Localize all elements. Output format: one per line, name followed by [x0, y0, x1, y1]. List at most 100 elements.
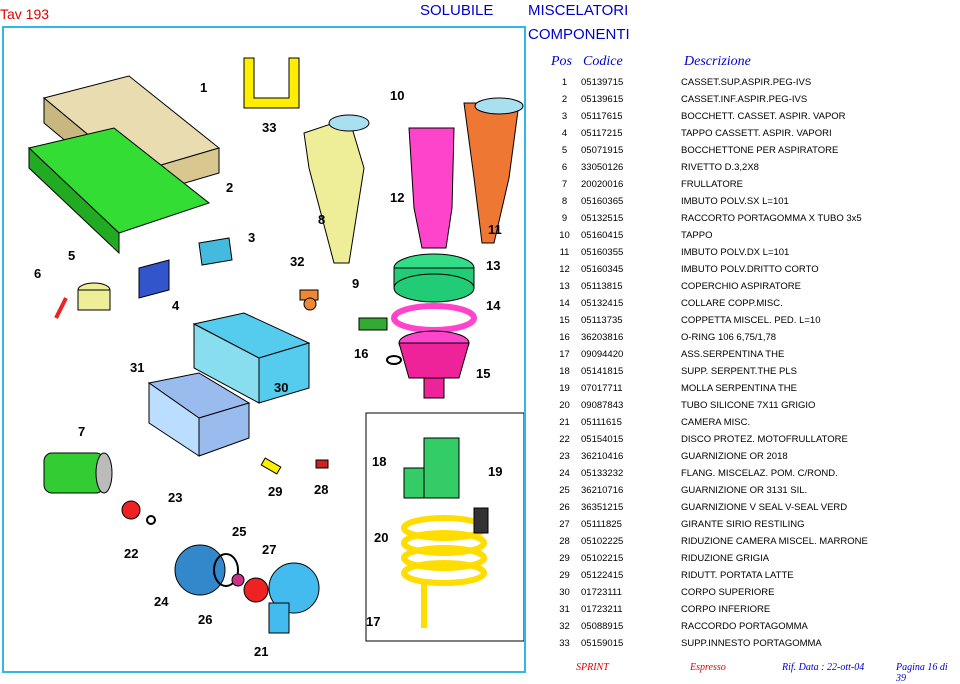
part-description: SUPP. SERPENT.THE PLS — [681, 366, 797, 377]
table-number: Tav 193 — [0, 6, 50, 22]
part-hose-fitting — [299, 289, 319, 311]
part-code: 05113815 — [581, 281, 623, 292]
part-aspirator-lid — [393, 253, 475, 303]
part-code: 05160365 — [581, 196, 624, 207]
part-mixing-cup — [398, 330, 470, 399]
part-description: BOCCHETT. CASSET. ASPIR. VAPOR — [681, 111, 846, 122]
callout-4: 4 — [172, 298, 180, 313]
callout-26: 26 — [198, 612, 212, 627]
part-pos: 21 — [559, 417, 570, 428]
part-bracket — [243, 57, 300, 109]
part-pos: 11 — [559, 247, 570, 258]
column-header-desc: Descrizione — [684, 54, 751, 69]
part-pos: 20 — [559, 400, 570, 411]
callout-18: 18 — [372, 454, 386, 469]
part-funnel-left — [303, 117, 365, 264]
part-code: 05111825 — [581, 519, 622, 530]
part-pos: 5 — [561, 145, 568, 156]
part-pos: 12 — [559, 264, 570, 275]
part-description: GUARNIZIONE OR 2018 — [681, 451, 788, 462]
part-pos: 13 — [559, 281, 570, 292]
part-code: 05160415 — [581, 230, 624, 241]
part-funnel-straight — [408, 127, 455, 249]
part-fitting — [358, 317, 388, 331]
part-description: COPPETTA MISCEL. PED. L=10 — [681, 315, 821, 326]
part-pos: 32 — [559, 621, 570, 632]
part-pos: 1 — [561, 77, 568, 88]
part-impeller — [243, 577, 269, 603]
part-code: 01723111 — [581, 587, 622, 598]
callout-22: 22 — [124, 546, 138, 561]
part-pos: 2 — [561, 94, 568, 105]
part-description: RACCORTO PORTAGOMMA X TUBO 3x5 — [681, 213, 862, 224]
diagram-frame — [2, 26, 526, 673]
part-description: GUARNIZIONE V SEAL V-SEAL VERD — [681, 502, 848, 513]
part-nozzle — [198, 237, 233, 266]
part-pos: 17 — [559, 349, 570, 360]
part-description: COPERCHIO ASPIRATORE — [681, 281, 802, 292]
part-description: TAPPO CASSETT. ASPIR. VAPORI — [681, 128, 832, 139]
part-description: RACCORDO PORTAGOMMA — [681, 621, 808, 632]
part-description: CAMERA MISC. — [681, 417, 751, 428]
part-code: 05132515 — [581, 213, 624, 224]
part-description: FLANG. MISCELAZ. POM. C/ROND. — [681, 468, 838, 479]
part-pos: 10 — [559, 230, 570, 241]
callout-14: 14 — [486, 298, 501, 313]
part-description: TUBO SILICONE 7X11 GRIGIO — [681, 400, 816, 411]
part-whipper-motor — [43, 452, 113, 494]
part-code: 09087843 — [581, 400, 624, 411]
part-description: FRULLATORE — [681, 179, 743, 190]
part-pos: 16 — [559, 332, 570, 343]
part-code: 05117615 — [581, 111, 623, 122]
part-coil-support — [403, 437, 460, 499]
part-description: COLLARE COPP.MISC. — [681, 298, 783, 309]
part-code: 36210416 — [581, 451, 624, 462]
callout-15: 15 — [476, 366, 490, 381]
part-code: 36351215 — [581, 502, 624, 513]
part-pos: 7 — [561, 179, 568, 190]
callout-17: 17 — [366, 614, 380, 629]
part-code: 36203816 — [581, 332, 624, 343]
part-o-ring-large — [213, 553, 239, 587]
callout-31: 31 — [130, 360, 144, 375]
callout-16: 16 — [354, 346, 368, 361]
callout-13: 13 — [486, 258, 500, 273]
part-code: 33050126 — [581, 162, 624, 173]
part-pos: 9 — [561, 213, 568, 224]
part-description: RIDUZIONE GRIGIA — [681, 553, 770, 564]
part-description: SUPP.INNESTO PORTAGOMMA — [681, 638, 822, 649]
part-body-lower — [147, 372, 251, 457]
callout-30: 30 — [274, 380, 288, 395]
part-pos: 15 — [559, 315, 570, 326]
part-code: 05139615 — [581, 94, 624, 105]
part-code: 05088915 — [581, 621, 624, 632]
callout-28: 28 — [314, 482, 328, 497]
callout-27: 27 — [262, 542, 276, 557]
part-code: 05111615 — [581, 417, 622, 428]
header-componenti: COMPONENTI — [528, 26, 630, 43]
callout-19: 19 — [488, 464, 502, 479]
part-code: 05122415 — [581, 570, 624, 581]
part-pos: 4 — [561, 128, 568, 139]
part-description: IMBUTO POLV.SX L=101 — [681, 196, 789, 207]
footer-sprint: SPRINT — [576, 662, 609, 673]
part-description: ASS.SERPENTINA THE — [681, 349, 785, 360]
header-miscelatori: MISCELATORI — [528, 2, 629, 19]
